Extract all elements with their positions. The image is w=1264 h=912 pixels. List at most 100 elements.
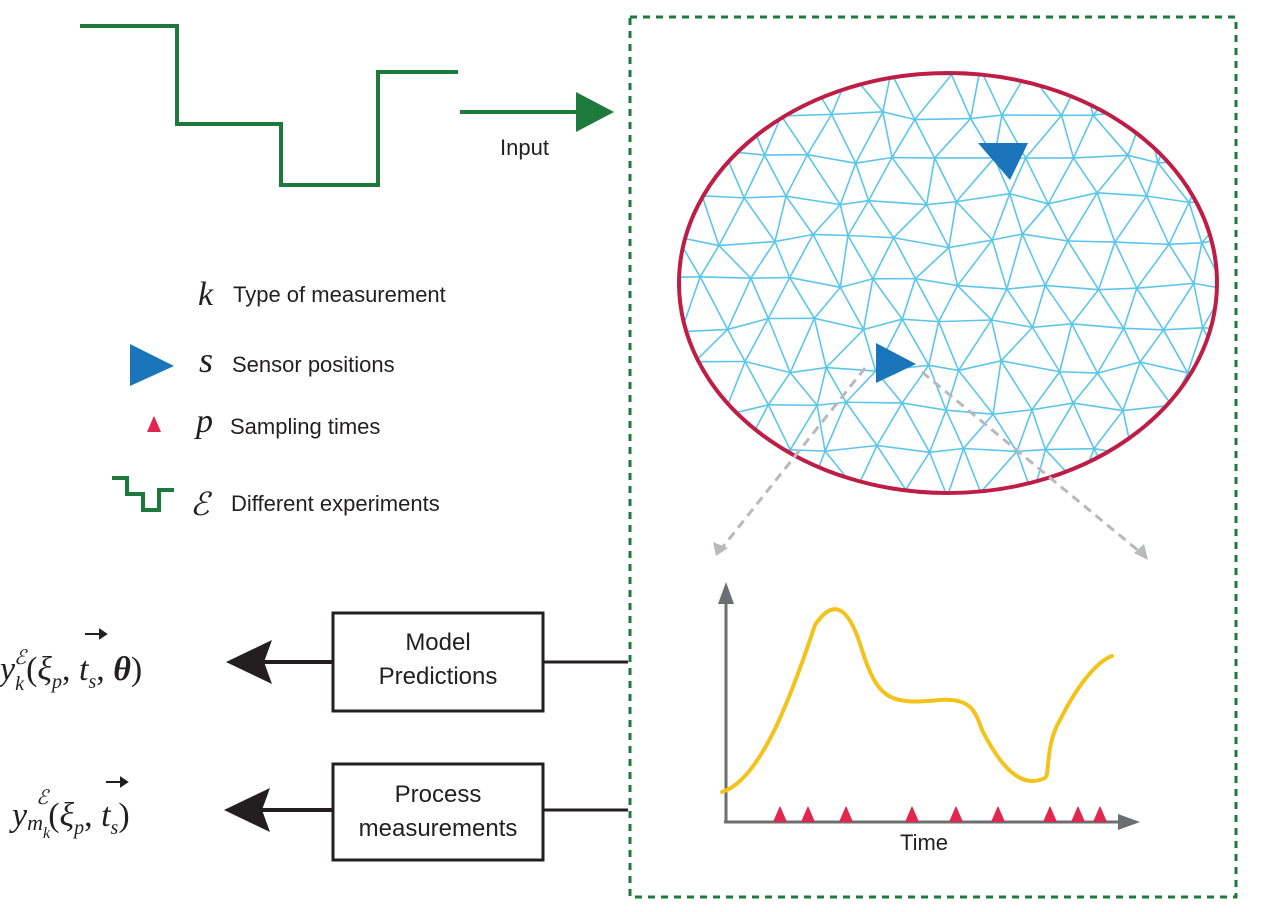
mesh-edge <box>937 321 960 371</box>
mesh-edge <box>1116 490 1164 493</box>
mesh-edge <box>1136 243 1170 289</box>
sample-legend-icon <box>147 416 161 432</box>
mesh-edge <box>1021 203 1049 235</box>
mesh-edge <box>928 365 947 411</box>
mesh-edge <box>1127 154 1159 164</box>
mesh-edge <box>796 497 807 531</box>
mesh-edge <box>1225 114 1264 117</box>
model-output-expression: ykℰ(ξp, ts, θ) <box>0 647 142 695</box>
mesh-edge <box>630 203 654 235</box>
mesh-edge <box>867 200 895 239</box>
mesh-edge <box>807 489 857 493</box>
mesh-edge <box>629 331 651 360</box>
mesh-edge <box>973 26 980 68</box>
mesh-edge <box>854 162 870 201</box>
mesh-edge <box>1097 289 1125 329</box>
mesh-edge <box>1204 408 1217 456</box>
mesh-edge <box>1072 402 1095 449</box>
mesh-edge <box>980 450 1018 493</box>
mesh-edge <box>758 73 807 75</box>
mesh-edge <box>854 111 884 164</box>
mesh-edge <box>1097 192 1147 197</box>
mesh-edge <box>1115 454 1134 492</box>
mesh-edge <box>1096 372 1124 412</box>
mesh-edge <box>630 235 677 237</box>
mesh-edge <box>632 160 653 203</box>
mesh-edge <box>1238 153 1259 201</box>
mesh-edge <box>1016 448 1046 453</box>
mesh-edge <box>992 360 1002 415</box>
model-box-line1: Model <box>405 629 470 656</box>
vector-arrow-icon <box>85 628 129 788</box>
model-predictions-block: Model Predictions <box>226 611 628 713</box>
mesh-edge <box>1162 447 1188 493</box>
mesh-edge <box>1021 233 1046 286</box>
mesh-edge <box>1246 330 1264 367</box>
mesh-edge <box>1201 495 1245 497</box>
mesh-edge <box>1009 192 1049 205</box>
mesh-edge <box>882 111 893 158</box>
mesh-edge <box>1044 284 1073 325</box>
mesh-edge <box>1175 73 1208 117</box>
mesh-edge <box>1250 404 1264 456</box>
mesh-edge <box>743 197 776 243</box>
mesh-edge <box>1234 537 1264 540</box>
mesh-edge <box>661 112 671 151</box>
mesh-edge <box>962 413 994 450</box>
mesh-edge <box>1114 241 1169 246</box>
mesh-edge <box>788 234 814 278</box>
mesh-edge <box>1178 35 1207 68</box>
mesh-edge <box>1032 485 1081 493</box>
mesh-edge <box>980 491 1018 493</box>
mesh-edge <box>1006 284 1046 290</box>
time-axis-label: Time <box>900 830 948 855</box>
mesh-edge <box>831 111 883 116</box>
mesh-edge <box>1246 325 1264 330</box>
mesh-edge <box>963 447 1017 453</box>
mesh-edge <box>789 276 841 289</box>
mesh-edge <box>679 456 689 493</box>
mesh-edge <box>1047 486 1081 493</box>
mesh-edge <box>817 401 847 407</box>
mesh-edge <box>1225 283 1264 289</box>
mesh-edge <box>785 154 809 197</box>
mesh-edge <box>661 407 676 457</box>
mesh-edge <box>1167 73 1207 79</box>
mesh-edge <box>1027 73 1083 75</box>
mesh-edge <box>1163 498 1182 533</box>
mesh-edge <box>789 372 818 406</box>
mesh-edge <box>806 113 833 156</box>
mesh-edge <box>641 67 662 111</box>
mesh-edge <box>914 278 940 323</box>
mesh-edge <box>785 195 841 206</box>
mesh-edge <box>901 402 931 453</box>
mesh-edge <box>780 115 809 156</box>
mesh-edge <box>651 361 676 407</box>
mesh-edge <box>1163 326 1203 331</box>
mesh-edge <box>1096 192 1116 243</box>
mesh-edge <box>1000 360 1060 373</box>
mesh-edge <box>928 364 959 372</box>
mesh-edge <box>1193 283 1204 328</box>
mesh-edge <box>1170 404 1188 449</box>
mesh-edge <box>718 244 752 279</box>
mesh-edge <box>679 73 718 80</box>
mesh-edge <box>957 369 994 415</box>
mesh-edge <box>839 162 857 205</box>
experiment-legend-icon <box>112 476 174 512</box>
mesh-edge <box>1122 287 1138 329</box>
mesh-edge <box>1230 34 1247 80</box>
mesh-edge <box>1182 533 1234 539</box>
mesh-edge <box>1238 201 1249 234</box>
mesh-edge <box>1249 234 1264 283</box>
mesh-edge <box>845 370 877 403</box>
mesh-edge <box>687 496 714 497</box>
mesh-edge <box>1221 361 1250 403</box>
mesh-edge <box>1059 370 1098 374</box>
mesh-edge <box>824 444 878 452</box>
mesh-edge <box>1145 77 1169 109</box>
mesh-edge <box>840 199 869 206</box>
mesh-edge <box>812 204 841 236</box>
mesh-edge <box>814 317 864 331</box>
mesh-edge <box>957 319 993 371</box>
